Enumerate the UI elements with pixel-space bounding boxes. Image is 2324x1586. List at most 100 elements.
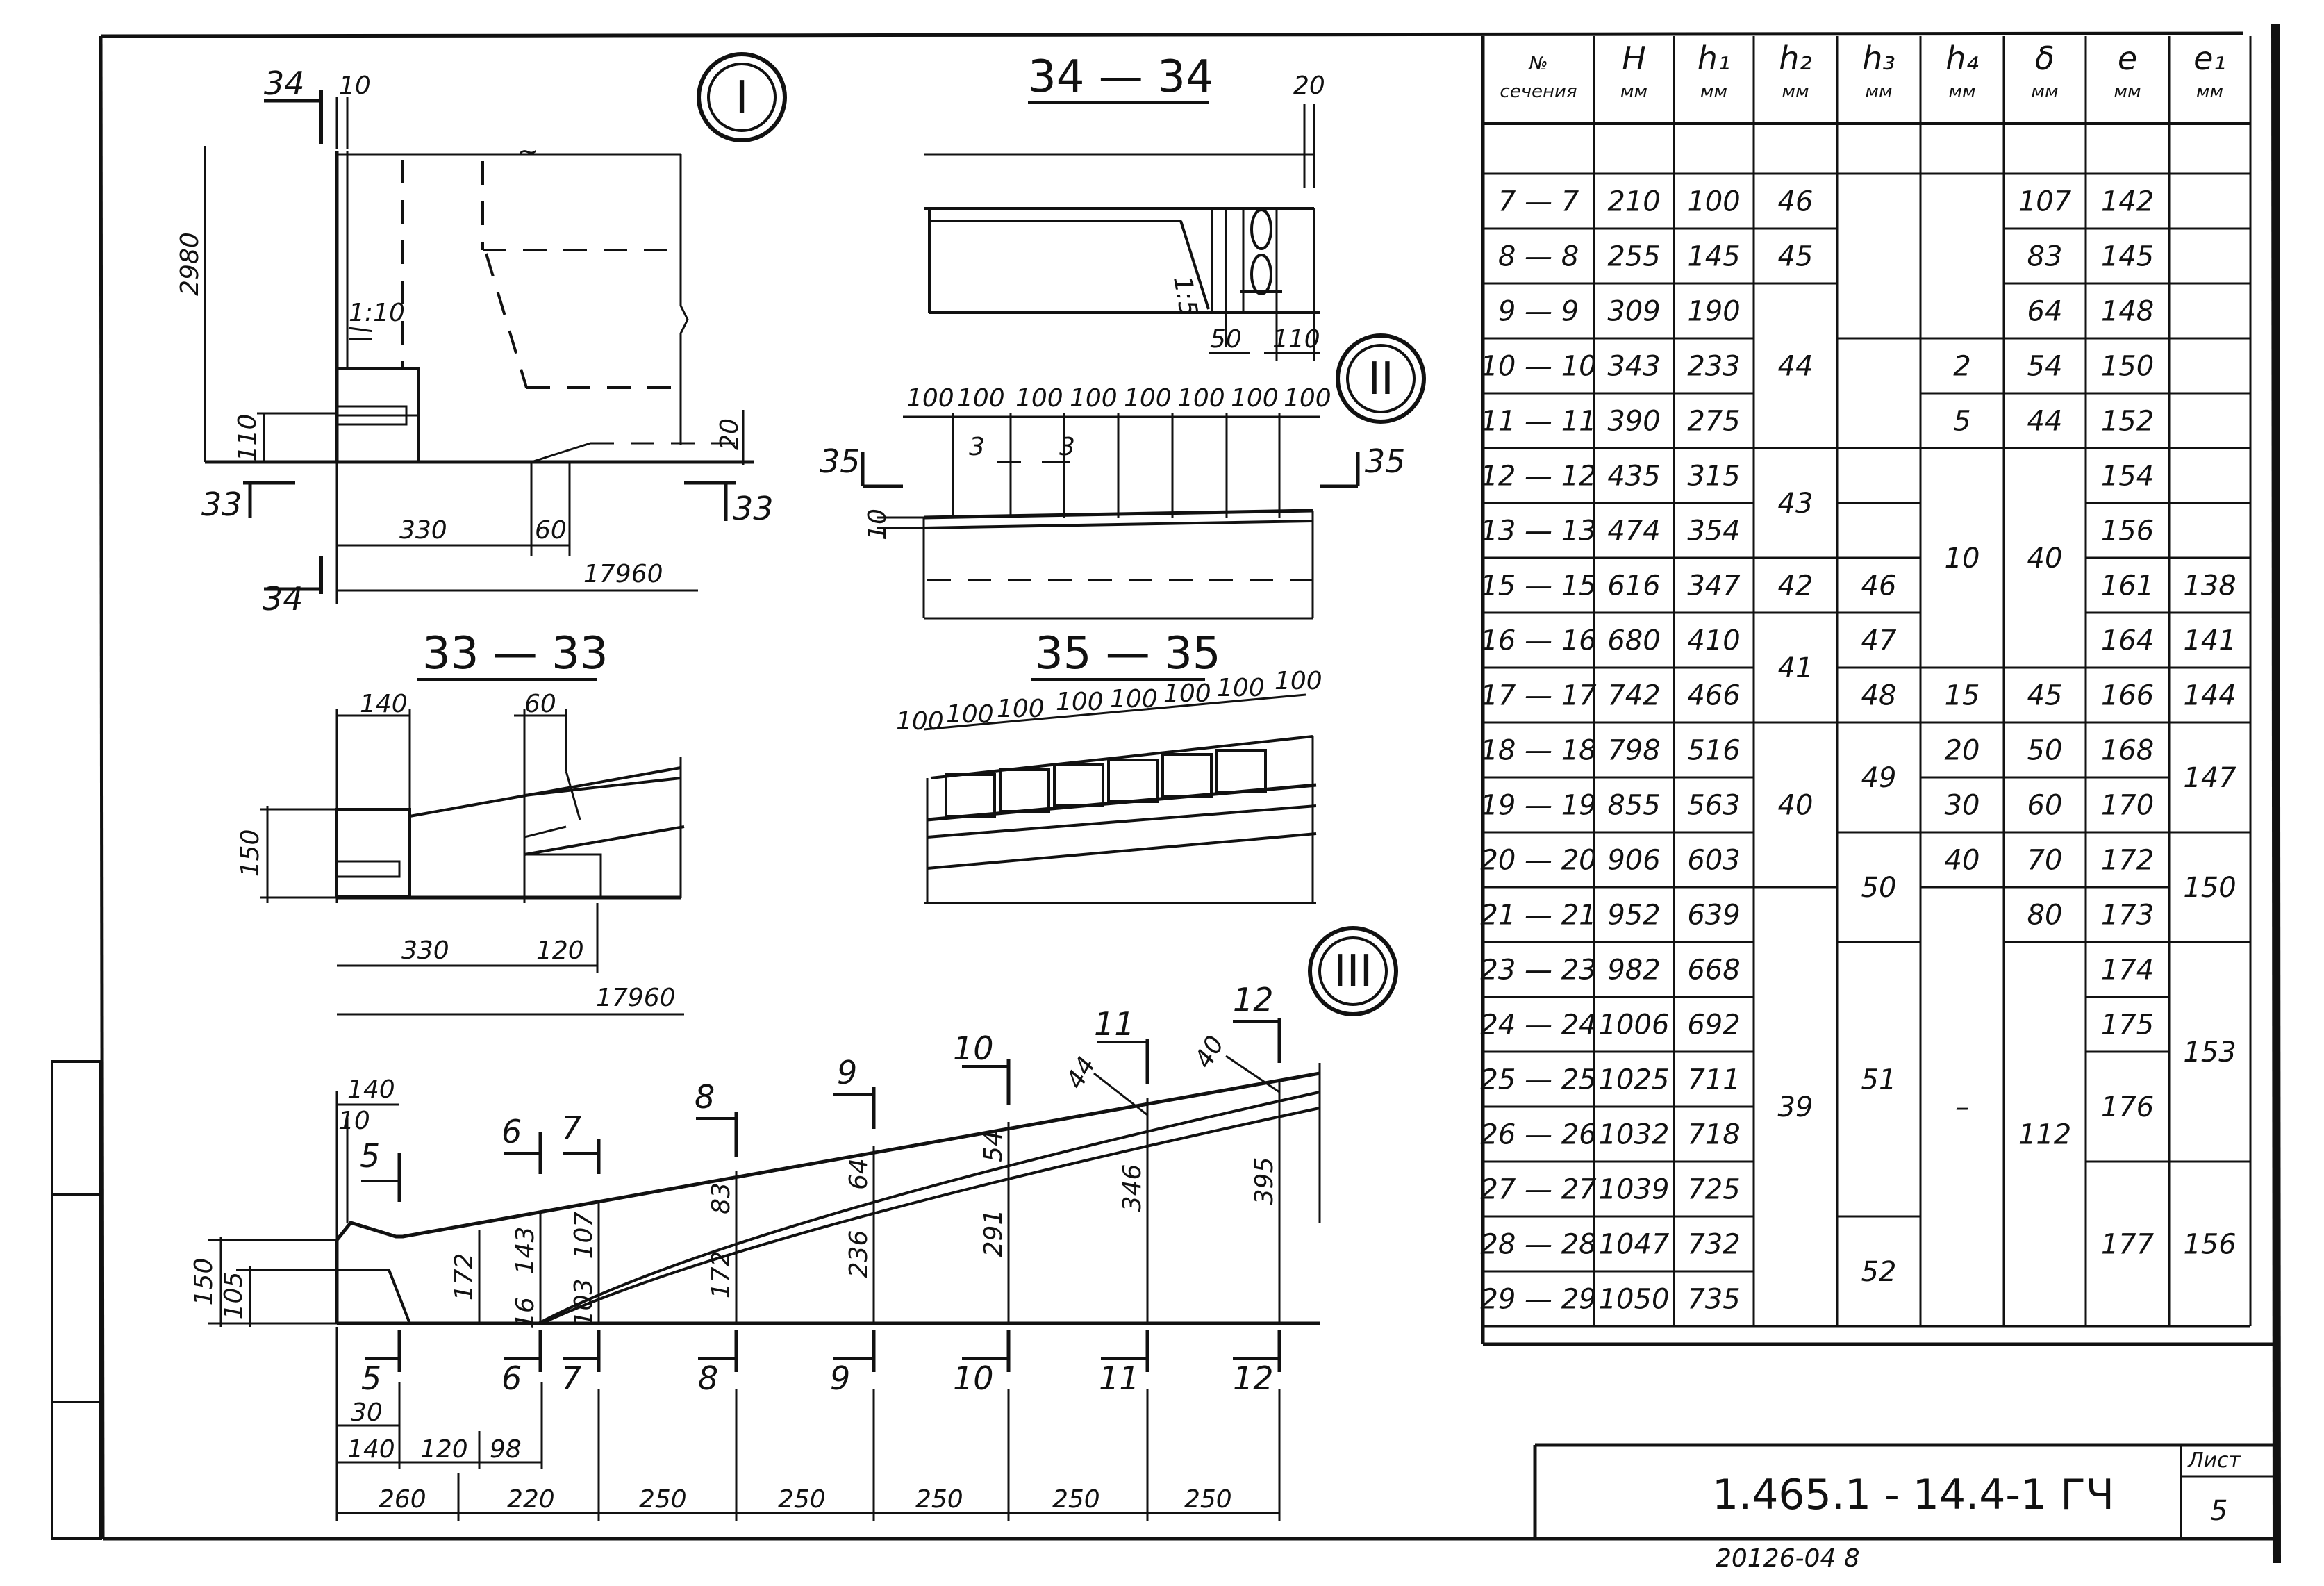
table-cell-H: 1050 [1599, 1284, 1670, 1316]
cut-marker-35-right: 35 [1365, 443, 1406, 480]
table-header-col-5: h₄ [1945, 40, 1979, 77]
dim-250-1: 250 [639, 1485, 687, 1514]
table-cell-section: 23 — 23 [1480, 955, 1596, 986]
spacing-100-4: 100 [1070, 384, 1118, 413]
table-cell-h1: 275 [1687, 406, 1740, 438]
table-cell-delta: 60 [2027, 790, 2063, 822]
table-cell-e: 148 [2101, 296, 2154, 328]
height-395: 395 [1250, 1157, 1279, 1205]
spacing-100-6: 100 [1177, 384, 1225, 413]
table-cell-e1: 147 [2183, 762, 2236, 794]
cut-8-top: 8 [695, 1078, 715, 1116]
table-cell-H: 616 [1607, 570, 1660, 602]
table-cell-H: 680 [1607, 625, 1660, 657]
table-header-col-8: e₁ [2193, 40, 2226, 77]
table-cell-e: 156 [2101, 515, 2154, 547]
dim-150-III: 150 [190, 1258, 218, 1306]
table-cell-h1: 732 [1687, 1229, 1740, 1261]
table-cell-section: 27 — 27 [1480, 1174, 1597, 1206]
table-cell-h2: 43 [1778, 488, 1813, 520]
table-cell-e: 172 [2101, 845, 2154, 877]
table-cell-H: 982 [1607, 955, 1660, 986]
dim-17960: 17960 [583, 560, 663, 588]
title-block: 1.465.1 - 14.4-1 ГЧ Лист 5 20126-04 8 [1533, 1443, 2275, 1573]
section-35-35: 35 — 35 100 100 100 100 100 100 100 100 [896, 628, 1322, 904]
cut-marker-33-right: 33 [733, 490, 774, 527]
dim-10-III: 10 [338, 1107, 370, 1135]
table-cell-delta: 80 [2027, 900, 2063, 932]
dim-250-4: 250 [1052, 1485, 1100, 1514]
cut-9-bottom: 9 [830, 1360, 850, 1397]
cut-5-bottom: 5 [361, 1360, 381, 1397]
table-cell-h1: 347 [1687, 570, 1741, 602]
section-35-title: 35 — 35 [1035, 628, 1221, 679]
table-cell-section: 8 — 8 [1498, 241, 1579, 273]
view-II: II 100 100 100 100 100 100 100 100 3 3 3… [820, 333, 1426, 620]
dim-98-bottom: 98 [490, 1435, 522, 1464]
cut-marker-34-bottom: 34 [263, 580, 304, 618]
table-cell-e: 161 [2101, 570, 2154, 602]
height-64: 64 [845, 1158, 873, 1190]
table-cell-H: 1032 [1599, 1119, 1670, 1151]
table-cell-e: 164 [2101, 625, 2154, 657]
cut-marker-35-left: 35 [820, 443, 861, 480]
table-cell-h1: 711 [1687, 1064, 1740, 1096]
table-cell-h2: 40 [1778, 790, 1813, 822]
table-cell-section: 25 — 25 [1480, 1064, 1596, 1096]
table-cell-section: 28 — 28 [1480, 1229, 1596, 1261]
height-107: 107 [570, 1212, 598, 1259]
sheet-label: Лист [2187, 1448, 2242, 1473]
table-cell-H: 210 [1607, 186, 1660, 218]
section-33-title: 33 — 33 [422, 628, 608, 679]
table-cell-section: 29 — 29 [1480, 1284, 1596, 1316]
dim-60: 60 [535, 516, 567, 545]
table-cell-H: 390 [1607, 406, 1660, 438]
section-35-body [923, 693, 1317, 904]
table-cell-H: 952 [1607, 900, 1660, 932]
table-cell-H: 798 [1607, 735, 1660, 767]
table-cell-h2: 39 [1778, 1091, 1813, 1123]
table-cell-e1: 153 [2183, 1036, 2236, 1068]
cut-6-bottom: 6 [501, 1360, 522, 1397]
cut-5-top: 5 [360, 1137, 380, 1175]
dim-30: 30 [351, 1398, 383, 1427]
table-cell-h1: 354 [1687, 515, 1740, 547]
table-header-unit-2: мм [1700, 81, 1727, 102]
table-cell-h1: 639 [1687, 900, 1740, 932]
table-cell-e: 174 [2101, 955, 2154, 986]
table-header-unit-7: мм [2114, 81, 2141, 102]
height-54: 54 [979, 1130, 1008, 1162]
table-cell-e1: 144 [2183, 680, 2236, 712]
table-cell-e1: 138 [2183, 570, 2236, 602]
table-cell-h2: 42 [1778, 570, 1813, 602]
table-cell-section: 7 — 7 [1498, 186, 1579, 218]
table-cell-h1: 410 [1687, 625, 1740, 657]
spacing35-4: 100 [1056, 688, 1104, 716]
table-cell-h1: 725 [1687, 1174, 1740, 1206]
dim-3-a: 3 [969, 433, 985, 461]
cut-6-top: 6 [501, 1113, 522, 1150]
height-83: 83 [707, 1182, 736, 1214]
table-cell-h1: 516 [1687, 735, 1740, 767]
dim-10-II: 10 [863, 509, 892, 540]
table-cell-h4: 30 [1945, 790, 1980, 822]
height-346: 346 [1118, 1164, 1147, 1212]
break-mark: ~ [517, 138, 538, 166]
table-cell-section: 15 — 15 [1480, 570, 1596, 602]
dim-120-bottom: 120 [420, 1435, 468, 1464]
table-header-unit-4: мм [1865, 81, 1892, 102]
table-cell-e: 154 [2101, 461, 2154, 493]
table-cell-e: 142 [2101, 186, 2154, 218]
dim-110-34: 110 [1272, 325, 1320, 354]
table-header-unit-0: сечения [1500, 81, 1577, 102]
dim-50: 50 [1210, 325, 1242, 354]
table-header-col-6: δ [2035, 40, 2055, 77]
table-cell-section: 11 — 11 [1480, 406, 1596, 438]
table-cell-h1: 718 [1687, 1119, 1740, 1151]
table-cell-h3: 52 [1861, 1256, 1897, 1288]
callout-III-label: III [1334, 946, 1373, 998]
